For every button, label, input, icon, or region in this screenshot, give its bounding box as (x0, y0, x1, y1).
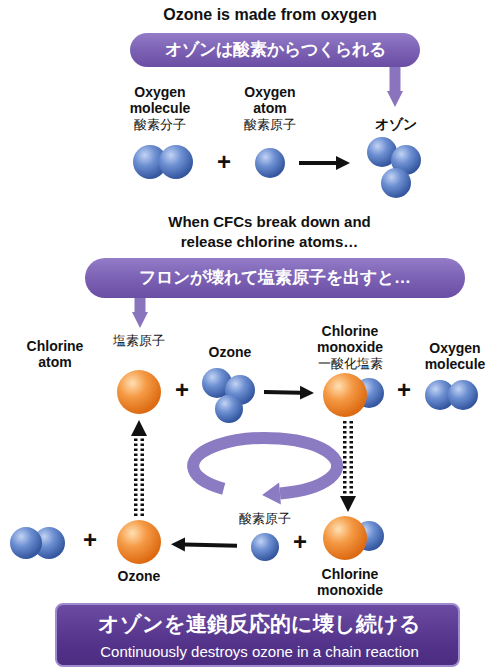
ozone-molecule: オゾン (360, 110, 432, 198)
section-title: Ozone is made from oxygen (95, 6, 445, 24)
molecule-label: Ozone (104, 568, 174, 584)
chlorine-ball (117, 520, 161, 564)
plus-sign: + (168, 376, 196, 404)
cycle-arrow (193, 438, 337, 493)
banner-text: フロンが壊れて塩素原子を出すと… (85, 268, 465, 288)
molecule-shape (255, 148, 285, 178)
connector-group (185, 545, 237, 546)
plus-sign: + (210, 148, 238, 176)
oxygen-ball (381, 168, 411, 198)
molecule-shape (322, 373, 385, 417)
chlorine-ball (323, 373, 367, 417)
oxygen-ball (159, 145, 193, 179)
oxygen-ball (251, 533, 279, 561)
plus-sign: + (390, 376, 418, 404)
chlorine-atom: Ozone (117, 520, 161, 564)
reaction-arrow (264, 390, 300, 395)
banner-text: オゾンを連鎖反応的に壊し続ける (57, 612, 462, 636)
connector-group (264, 392, 300, 394)
dotted-arrow (343, 421, 353, 496)
banner: フロンが壊れて塩素原子を出すと… (85, 258, 465, 298)
connector-group (348, 421, 349, 496)
oxygen-ball (448, 380, 478, 410)
oxygen-atom: Oxygen atom酸素原子 (255, 148, 285, 178)
oxygen-molecule: Oxygen molecule (424, 380, 479, 410)
oxygen-ball (215, 395, 243, 423)
callout-arrow (135, 298, 146, 312)
oxygen-ball (10, 527, 42, 559)
banner-text: オゾンは酸素からつくられる (130, 40, 420, 60)
molecule-shape (133, 145, 193, 179)
molecule-label: Chlorine monoxide (308, 566, 392, 598)
molecule-shape (202, 367, 256, 424)
connector-group (139, 436, 140, 516)
banner: オゾンは酸素からつくられる (130, 33, 420, 67)
chlorine-ball (323, 516, 367, 560)
cycle-arrow-head (262, 482, 281, 504)
molecule-shape (251, 533, 279, 561)
chlorine-monoxide: Chlorine monoxide (322, 516, 385, 560)
oxygen-atom: 酸素原子 (251, 533, 279, 561)
molecule-label: Chlorine atom (15, 338, 95, 370)
dotted-arrow (134, 436, 144, 516)
plus-sign: + (286, 528, 314, 556)
molecule-label: 塩素原子 (94, 334, 184, 349)
section-heading: When CFCs break down and release chlorin… (152, 212, 387, 251)
molecule-label: 酸素分子 (115, 118, 205, 133)
molecule-label: Oxygen molecule (412, 340, 498, 372)
dotted-gap (347, 421, 350, 496)
molecule-label: 酸素原子 (225, 512, 305, 527)
molecule-shape (322, 516, 385, 560)
molecule-label: Oxygen atom (236, 84, 304, 116)
molecule-label: Chlorine monoxide (308, 323, 392, 355)
molecule-label: 一酸化塩素 (305, 357, 395, 372)
dotted-gap (138, 436, 141, 516)
chlorine-ball (117, 370, 161, 414)
callout-arrow (390, 67, 401, 91)
connector-group (140, 298, 141, 312)
connector-group (299, 163, 336, 164)
reaction-arrow (299, 161, 336, 165)
summary-banner: オゾンを連鎖反応的に壊し続ける Continuously destroys ozo… (55, 603, 460, 667)
molecule-shape (424, 380, 479, 410)
molecule-label: Ozone (198, 344, 262, 360)
chlorine-monoxide: Chlorine monoxide一酸化塩素 (322, 373, 385, 417)
chlorine-atom: Chlorine atom塩素原子 (111, 330, 167, 416)
molecule-label: オゾン (350, 116, 442, 132)
oxygen-ball (255, 148, 285, 178)
banner-text: Continuously destroys ozone in a chain r… (57, 643, 462, 660)
molecule-shape (117, 520, 161, 564)
oxygen-molecule: Oxygen molecule酸素分子 (133, 145, 193, 179)
ozone-molecule: Ozone (202, 367, 256, 424)
connector-group (395, 67, 396, 91)
molecule-label: 酸素原子 (225, 118, 315, 133)
reaction-arrow (185, 545, 237, 546)
molecule-label: Oxygen molecule (120, 84, 200, 116)
plus-sign: + (76, 526, 104, 554)
